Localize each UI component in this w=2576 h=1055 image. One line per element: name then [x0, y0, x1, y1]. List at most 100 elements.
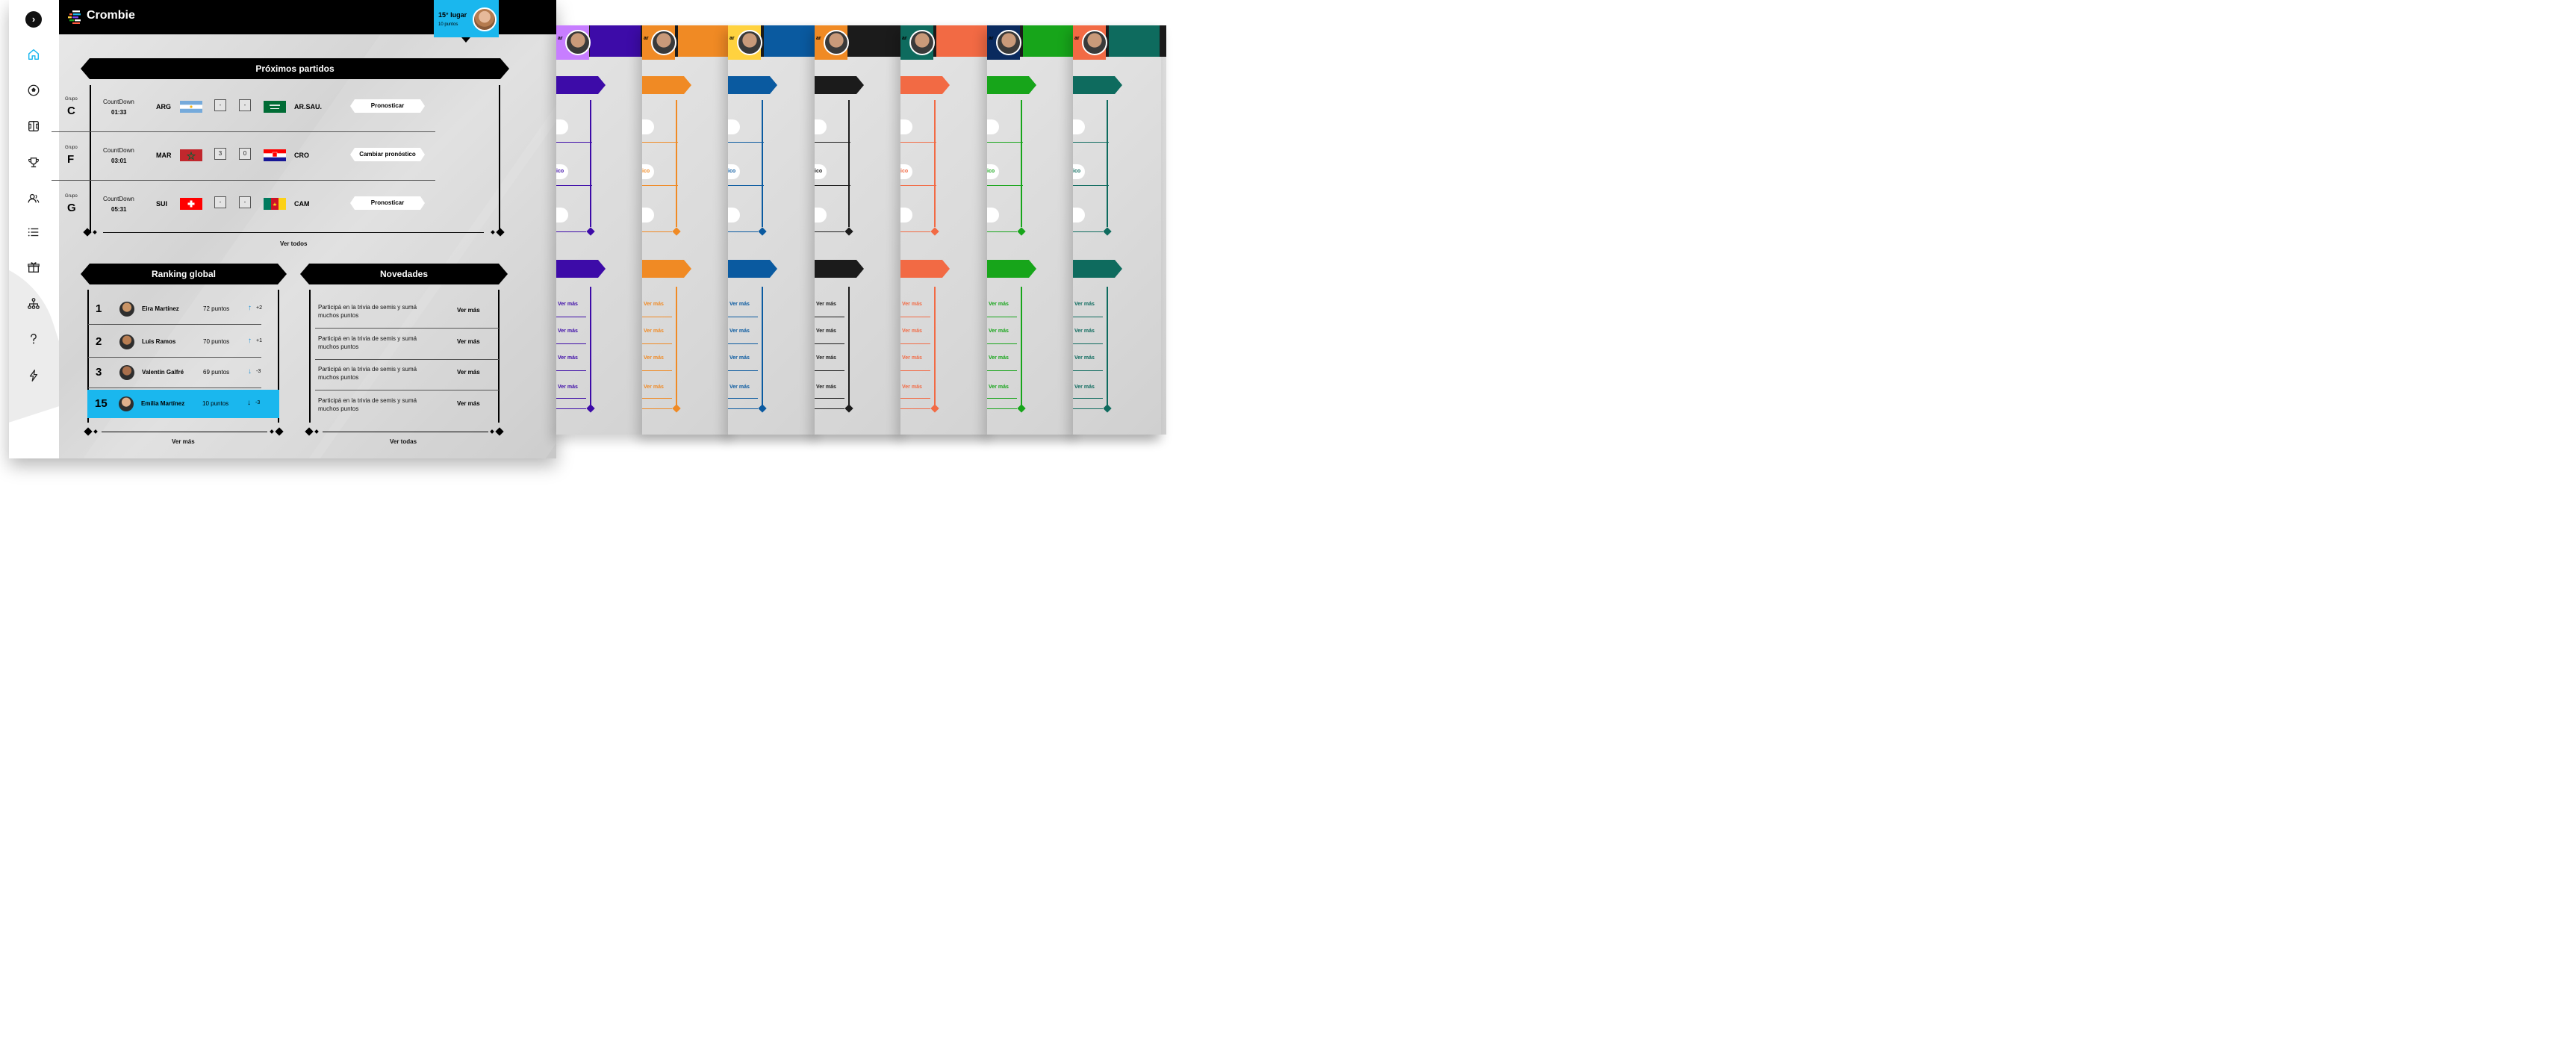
background-screen-avatar — [1082, 30, 1107, 55]
background-screen-link: Ver más — [1074, 329, 1095, 334]
news-see-more-link[interactable]: Ver más — [457, 338, 480, 345]
background-screen-line — [728, 408, 758, 409]
background-screen-divider — [728, 185, 764, 186]
match-team-away: AR.SAU. — [294, 103, 323, 111]
background-screen-line — [762, 287, 763, 406]
frame-line — [499, 85, 500, 231]
match-group-label: Grupo — [65, 146, 78, 150]
sidebar-list-button[interactable] — [25, 224, 42, 240]
match-score-away-input[interactable]: - — [239, 99, 251, 111]
sidebar-toggle-button[interactable]: › — [25, 11, 42, 28]
match-score-away-input[interactable]: - — [239, 196, 251, 208]
background-screen-line — [762, 100, 763, 227]
background-screen-line — [815, 231, 844, 232]
sidebar-stadium-button[interactable] — [25, 118, 42, 134]
news-see-more-link[interactable]: Ver más — [457, 400, 480, 407]
background-screen-divider — [556, 398, 586, 399]
background-screen-link: Ver más — [558, 302, 578, 307]
background-screen-link: Ver más — [902, 385, 922, 390]
background-screen-diamond — [1017, 227, 1026, 236]
background-screen-button — [556, 119, 568, 134]
sidebar-help-button[interactable] — [25, 331, 42, 347]
background-screen-line — [987, 408, 1017, 409]
predict-button[interactable]: Pronosticar — [350, 99, 425, 113]
ranking-divider — [88, 324, 261, 325]
see-all-news-link[interactable]: Ver todas — [390, 438, 417, 445]
match-team-home: SUI — [156, 200, 168, 208]
background-screen-line — [556, 231, 586, 232]
ranking-points: 72 puntos — [203, 305, 230, 312]
flag-cameroon-icon — [264, 198, 286, 210]
ranking-points: 69 puntos — [203, 369, 230, 376]
news-text: Participá en la trivia de semis y sumá m… — [318, 335, 417, 350]
frame-line — [498, 290, 500, 423]
match-group: C — [67, 105, 75, 117]
sidebar-soccer-ball-button[interactable] — [25, 82, 42, 99]
match-score-home-input[interactable]: 3 — [214, 148, 226, 160]
bolt-icon — [29, 370, 38, 382]
see-more-ranking-link[interactable]: Ver más — [172, 438, 195, 445]
sidebar-users-button[interactable] — [25, 190, 42, 207]
user-avatar[interactable] — [473, 7, 497, 31]
trophy-icon — [28, 158, 39, 168]
background-screen-divider — [815, 343, 844, 344]
ranking-name: Eira Martínez — [142, 305, 179, 312]
background-screen-line — [676, 100, 677, 227]
sidebar-trophy-button[interactable] — [25, 155, 42, 171]
background-screen-button — [987, 119, 999, 134]
sidebar-bolt-button[interactable] — [25, 367, 42, 384]
background-screen-banner — [815, 76, 864, 94]
predict-button[interactable]: Cambiar pronóstico — [350, 148, 425, 161]
background-screen-divider — [728, 370, 758, 371]
background-screen-button — [556, 208, 568, 222]
match-score-home-input[interactable]: - — [214, 196, 226, 208]
background-screen-divider — [815, 398, 844, 399]
user-rank-badge[interactable]: 15° lugar 10 puntos — [434, 0, 499, 43]
background-screen-banner — [1073, 260, 1122, 278]
background-screen-divider — [556, 343, 586, 344]
background-screen-link: Ver más — [729, 355, 750, 361]
background-screen-link: Ver más — [729, 329, 750, 334]
background-screen-accent — [936, 25, 987, 57]
background-screen-banner — [1073, 76, 1122, 94]
match-score-home-input[interactable]: - — [214, 99, 226, 111]
background-screen-button-text: ico — [556, 169, 564, 174]
background-screen-divider — [642, 185, 678, 186]
match-team-away: CAM — [294, 200, 310, 208]
background-screen-accent — [764, 25, 815, 57]
sidebar-org-chart-button[interactable] — [25, 296, 42, 312]
news-text: Participá en la trivia de semis y sumá m… — [318, 366, 417, 381]
background-screen-link: Ver más — [644, 355, 664, 361]
match-score-away-input[interactable]: 0 — [239, 148, 251, 160]
background-screen-line — [900, 408, 930, 409]
see-all-matches-link[interactable]: Ver todos — [280, 240, 308, 247]
predict-button[interactable]: Pronosticar — [350, 196, 425, 210]
sidebar-home-button[interactable] — [25, 46, 42, 63]
background-screen-divider — [642, 142, 678, 143]
flag-saudi-arabia-icon — [264, 101, 286, 113]
news-see-more-link[interactable]: Ver más — [457, 307, 480, 314]
news-see-more-link[interactable]: Ver más — [457, 369, 480, 376]
background-screen-button-text: ico — [642, 169, 650, 174]
match-countdown-label: CountDown — [103, 196, 134, 202]
match-countdown-time: 05:31 — [111, 206, 127, 213]
background-screen-button — [987, 208, 999, 222]
match-countdown-time: 01:33 — [111, 109, 127, 116]
app-name: Crombie — [87, 9, 135, 22]
sidebar: › — [9, 0, 78, 458]
sidebar-gift-button[interactable] — [25, 259, 42, 276]
match-countdown-label: CountDown — [103, 147, 134, 154]
background-screen-banner — [556, 76, 606, 94]
background-screen-diamond — [1017, 404, 1026, 413]
background-screen-button — [1073, 164, 1085, 179]
background-screen-line — [848, 100, 850, 227]
background-screen-badge-text: ar — [558, 36, 563, 41]
user-rank-points: 10 puntos — [438, 22, 458, 27]
background-screen-diamond — [844, 227, 853, 236]
background-screen-accent — [678, 25, 729, 57]
